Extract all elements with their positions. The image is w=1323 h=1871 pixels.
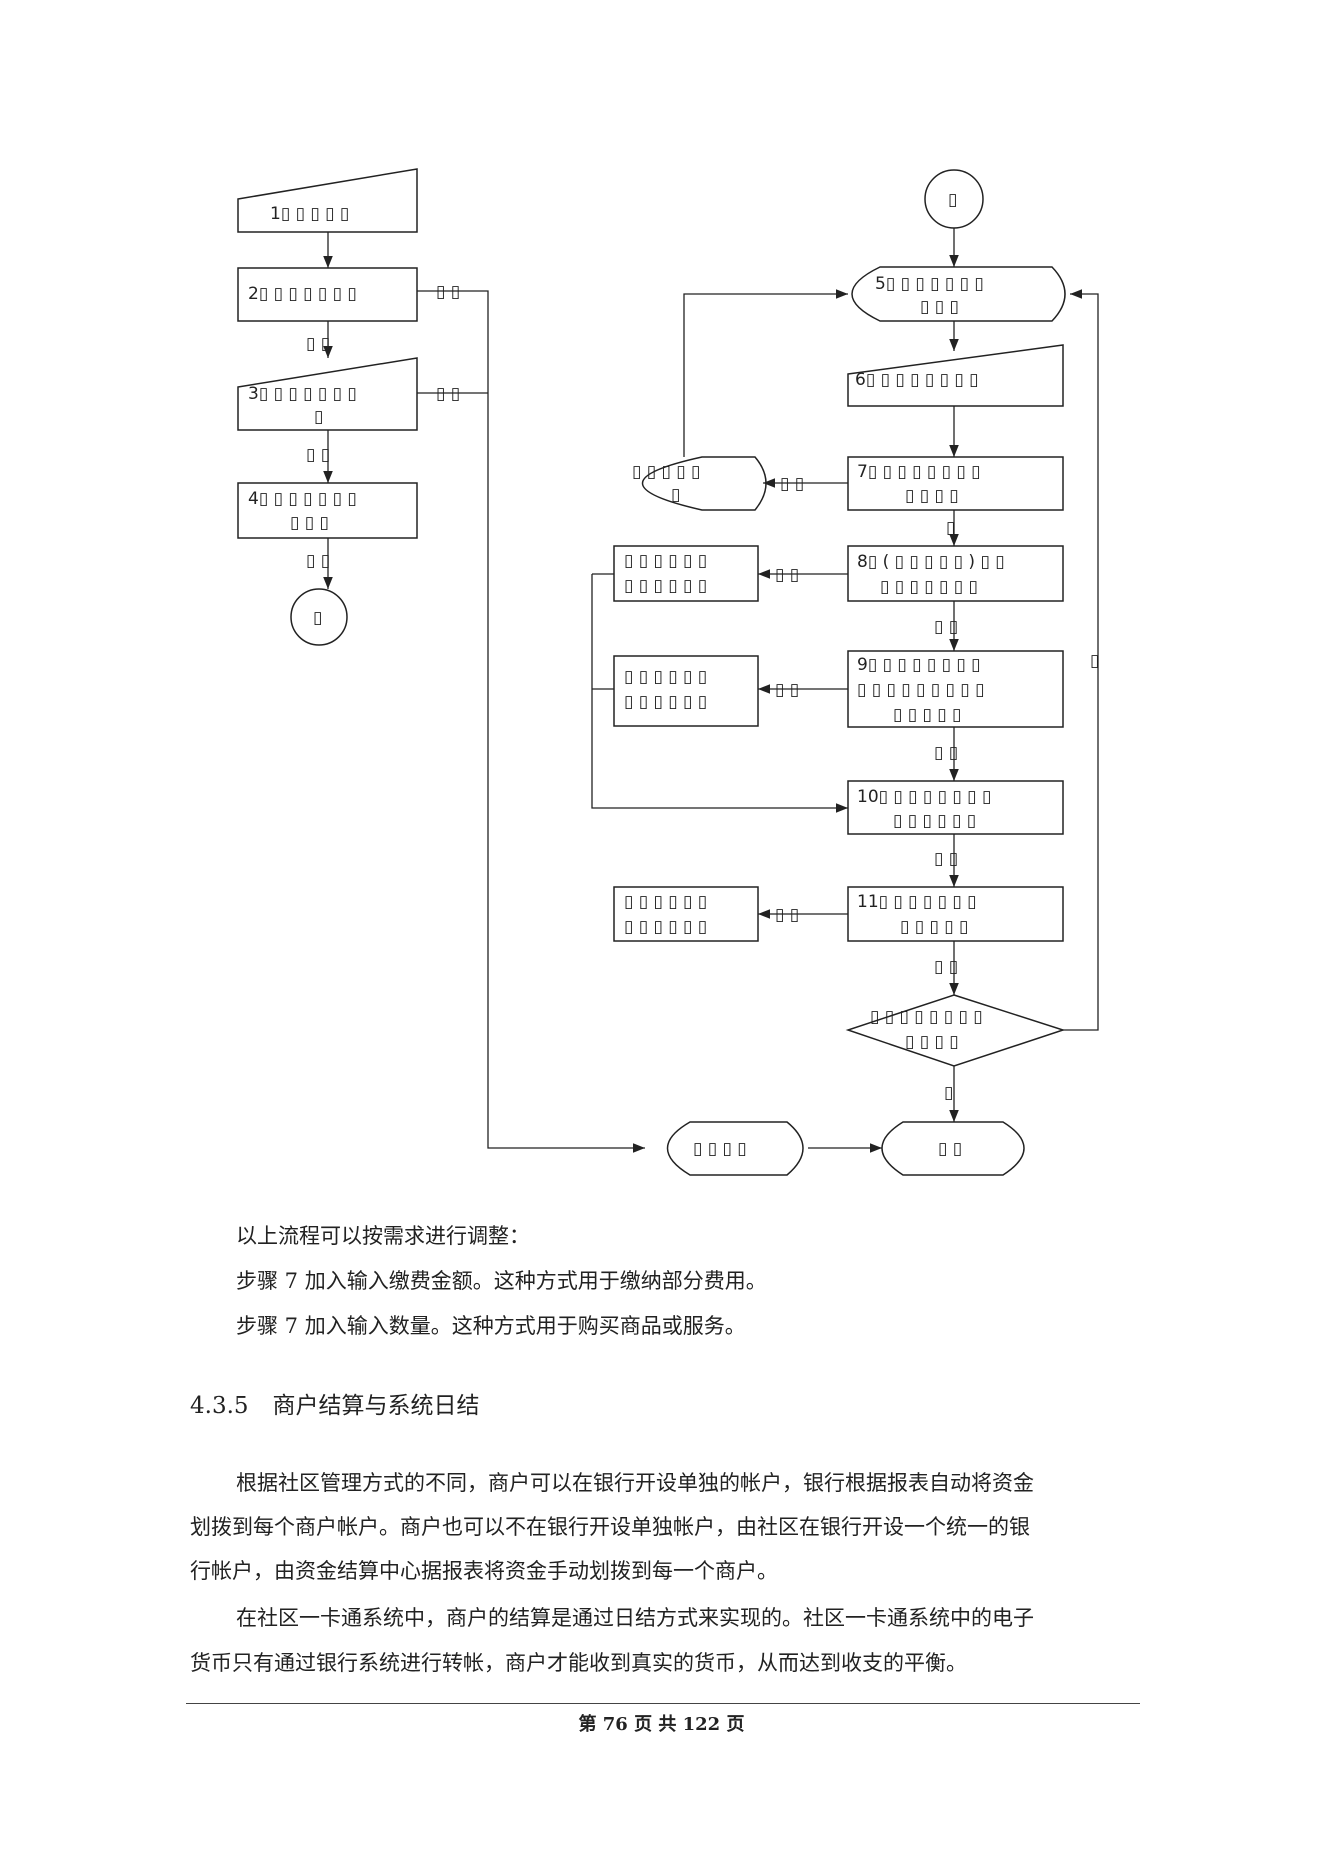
end-left-shape — [666, 1121, 804, 1176]
edge-label-4-connector: ▯ ▯ — [306, 551, 330, 571]
adjust-item-1: 步骤 7 加入输入缴费金额。这种方式用于缴纳部分费用。 — [236, 1269, 767, 1293]
paragraph-1-line-3: 行帐户，由资金结算中心据报表将资金手动划拨到每一个商户。 — [190, 1559, 778, 1583]
edge-2-end — [417, 290, 645, 1153]
edge-label-9-10: ▯ ▯ — [934, 743, 958, 763]
edge-label-8-left: ▯ ▯ — [775, 565, 799, 585]
footer-rule — [186, 1703, 1140, 1704]
node-5-label: 5▯ ▯ ▯ ▯ ▯ ▯ ▯ — [875, 274, 984, 294]
paragraph-2-line-1: 在社区一卡通系统中，商户的结算是通过日结方式来实现的。社区一卡通系统中的电子 — [236, 1606, 1034, 1630]
paragraph-2-line-2: 货币只有通过银行系统进行转帐，商户才能收到真实的货币，从而达到收支的平衡。 — [190, 1651, 967, 1675]
adjust-intro: 以上流程可以按需求进行调整： — [236, 1224, 530, 1248]
node-11-label: 11▯ ▯ ▯ ▯ ▯ ▯ ▯ — [857, 892, 977, 912]
box-8-label-2: ▯ ▯ ▯ ▯ ▯ ▯ — [624, 576, 707, 596]
box-11-label-2: ▯ ▯ ▯ ▯ ▯ ▯ — [624, 917, 707, 937]
node-10-label: 10▯ ▯ ▯ ▯ ▯ ▯ ▯ ▯ — [857, 787, 991, 807]
node-1-label: 1▯ ▯ ▯ ▯ ▯ — [270, 204, 349, 224]
edge-label-11-left: ▯ ▯ — [775, 905, 799, 925]
node-7-label: 7▯ ▯ ▯ ▯ ▯ ▯ ▯ ▯ — [857, 462, 980, 482]
connector-a-shape — [290, 588, 348, 646]
node-3-shape — [237, 357, 418, 431]
node-3-label-2: ▯ — [314, 407, 323, 427]
end-right-label: ▯ ▯ — [938, 1139, 962, 1159]
edge-label-3-right: ▯ ▯ — [436, 384, 460, 404]
node-8-label-2: ▯ ▯ ▯ ▯ ▯ ▯ ▯ — [880, 577, 978, 597]
node-10-label-2: ▯ ▯ ▯ ▯ ▯ ▯ — [893, 811, 976, 831]
box-8-label: ▯ ▯ ▯ ▯ ▯ ▯ — [624, 551, 707, 571]
edge-label-7-8: ▯ — [946, 518, 955, 538]
section-heading: 4.3.5 商户结算与系统日结 — [190, 1386, 480, 1420]
edge-terminal-5 — [683, 289, 848, 457]
edge-label-diamond-end: ▯ — [944, 1083, 953, 1103]
end-right-shape — [881, 1121, 1025, 1176]
adjust-item-2: 步骤 7 加入输入数量。这种方式用于购买商品或服务。 — [236, 1314, 746, 1338]
node-3-label: 3▯ ▯ ▯ ▯ ▯ ▯ ▯ — [248, 384, 357, 404]
section-number: 4.3.5 — [190, 1393, 249, 1419]
paragraph-1-line-2: 划拨到每个商户帐户。商户也可以不在银行开设单独帐户，由社区在银行开设一个统一的银 — [190, 1515, 1030, 1539]
edge-label-3-4: ▯ ▯ — [306, 445, 330, 465]
edge-label-8-9: ▯ ▯ — [934, 617, 958, 637]
page-number: 第 76 页 共 122 页 — [578, 1714, 745, 1735]
node-4-label-2: ▯ ▯ ▯ — [290, 513, 329, 533]
decision-label: ▯ ▯ ▯ ▯ ▯ ▯ ▯ ▯ — [870, 1007, 983, 1027]
terminal-7-shape — [641, 456, 767, 511]
end-left-label: ▯ ▯ ▯ ▯ — [693, 1139, 747, 1159]
node-9-label-2: ▯ ▯ ▯ ▯ ▯ ▯ ▯ ▯ ▯ — [857, 680, 984, 700]
decision-label-2: ▯ ▯ ▯ ▯ — [905, 1032, 959, 1052]
node-9-label: 9▯ ▯ ▯ ▯ ▯ ▯ ▯ ▯ — [857, 655, 980, 675]
node-5-shape — [851, 266, 1066, 322]
node-6-shape — [847, 344, 1064, 407]
box-9-label-2: ▯ ▯ ▯ ▯ ▯ ▯ — [624, 692, 707, 712]
box-9-label: ▯ ▯ ▯ ▯ ▯ ▯ — [624, 667, 707, 687]
flowchart: 1▯ ▯ ▯ ▯ ▯ 2▯ ▯ ▯ ▯ ▯ ▯ ▯ 3▯ ▯ ▯ ▯ ▯ ▯ ▯… — [237, 168, 1099, 1176]
terminal-7-label: ▯ ▯ ▯ ▯ ▯ — [632, 462, 700, 482]
edge-label-10-11: ▯ ▯ — [934, 849, 958, 869]
node-2-label: 2▯ ▯ ▯ ▯ ▯ ▯ ▯ — [248, 284, 357, 304]
section-title: 商户结算与系统日结 — [272, 1393, 480, 1419]
node-1-shape — [237, 168, 418, 233]
node-9-label-3: ▯ ▯ ▯ ▯ ▯ — [893, 705, 961, 725]
node-5-label-2: ▯ ▯ ▯ — [920, 297, 959, 317]
edge-label-2-right: ▯ ▯ — [436, 282, 460, 302]
edge-loop-back — [1063, 289, 1099, 1031]
paragraph-1-line-1: 根据社区管理方式的不同，商户可以在银行开设单独的帐户，银行根据报表自动将资金 — [236, 1471, 1034, 1495]
box-11-label: ▯ ▯ ▯ ▯ ▯ ▯ — [624, 892, 707, 912]
node-6-label: 6▯ ▯ ▯ ▯ ▯ ▯ ▯ ▯ — [855, 370, 978, 390]
edge-label-loop-back: ▯ — [1090, 651, 1099, 671]
decision-diamond-shape — [845, 994, 1066, 1067]
edge-join-10 — [591, 574, 848, 813]
connector-b-label: ▯ — [948, 190, 957, 210]
edge-label-2-3: ▯ ▯ — [306, 334, 330, 354]
node-4-label: 4▯ ▯ ▯ ▯ ▯ ▯ ▯ — [248, 489, 357, 509]
edge-label-9-left: ▯ ▯ — [775, 680, 799, 700]
connector-a-label: ▯ — [313, 608, 322, 628]
edge-label-7-left: ▯ ▯ — [780, 474, 804, 494]
node-11-label-2: ▯ ▯ ▯ ▯ ▯ — [900, 917, 968, 937]
edge-label-11-diamond: ▯ ▯ — [934, 957, 958, 977]
node-7-label-2: ▯ ▯ ▯ ▯ — [905, 486, 959, 506]
node-8-label: 8▯ ( ▯ ▯ ▯ ▯ ▯ ) ▯ ▯ — [857, 552, 1005, 572]
terminal-7-label-2: ▯ — [671, 485, 680, 505]
